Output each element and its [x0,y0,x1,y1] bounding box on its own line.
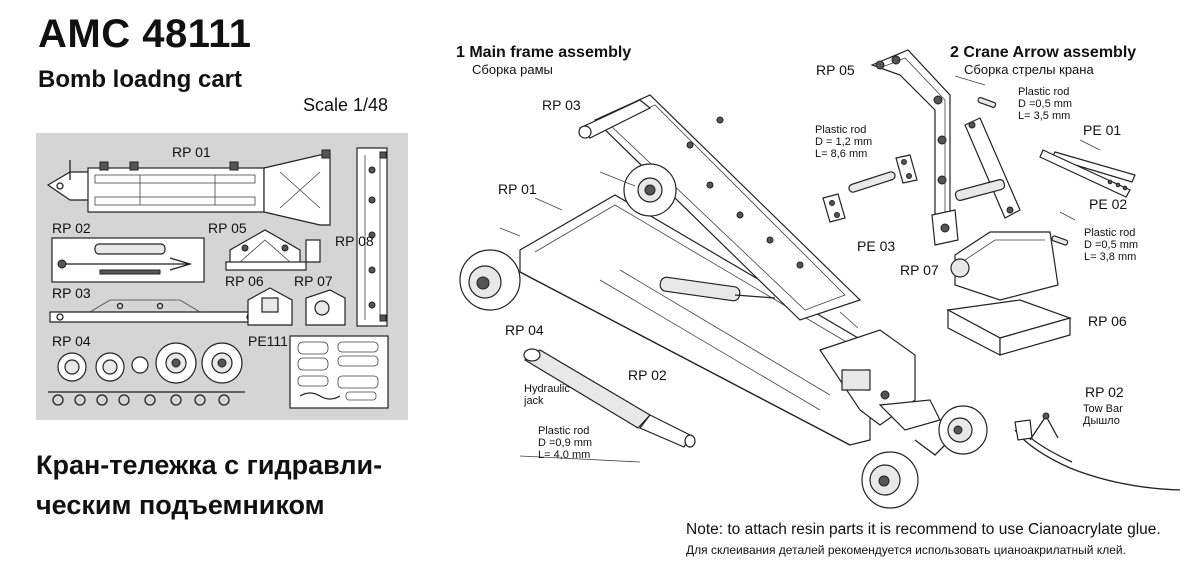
sprue-parts [46,147,389,409]
annotation-rod-0-9: Plastic rod D =0,9 mm L= 4,0 mm [538,425,592,461]
callout-pe02: PE 02 [1089,196,1128,212]
callout-rp03: RP 03 [542,97,581,113]
sprue-label-pe111: PE111 [248,333,288,349]
annotation-text: D = 1,2 mm [815,136,873,148]
sprue-rp03 [49,299,261,323]
sprue-rp08-bar [356,147,388,327]
annotation-text: Hydraulic [524,383,570,395]
sprue-rp07 [305,289,346,326]
sprue-rp02 [51,237,205,283]
sprue-label-rp03: RP 03 [52,285,91,301]
scale-label: Scale 1/48 [303,95,389,115]
sprue-label-rp07: RP 07 [294,273,333,289]
product-code: AMC 48111 [38,12,252,56]
sprue-label-rp04: RP 04 [52,333,91,349]
main-frame-subtitle: Сборка рамы [472,62,553,77]
glue-note-ru: Для склеивания деталей рекомендуется исп… [686,543,1126,557]
callout-rp07: RP 07 [900,262,939,278]
sprue-label-rp02: RP 02 [52,220,91,236]
sprue-label-rp01: RP 01 [172,144,211,160]
annotation-text: jack [524,395,544,407]
annotation-rod-0-5-3-5: Plastic rod D =0,5 mm L= 3,5 mm [1018,86,1072,122]
callout-pe03: PE 03 [857,238,896,254]
annotation-text: Plastic rod [1018,86,1070,98]
annotation-text: Дышло [1083,415,1120,427]
crane-arrow-drawing [822,49,1136,356]
callout-rp06: RP 06 [1088,313,1127,329]
annotation-rod-0-5-3-8: Plastic rod D =0,5 mm L= 3,8 mm [1084,227,1138,263]
crane-arrow-subtitle: Сборка стрелы крана [964,62,1094,77]
sprue-pe111 [289,335,389,409]
russian-title-line1: Кран-тележка с гидравли- [36,450,383,480]
annotation-text: Tow Bar [1083,403,1123,415]
annotation-text: D =0,5 mm [1084,239,1139,251]
tow-bar-part [1014,412,1181,491]
annotation-text: D =0,9 mm [538,437,593,449]
annotation-text: L= 4,0 mm [538,449,591,461]
annotation-text: D =0,5 mm [1018,98,1073,110]
callout-rp01: RP 01 [498,181,537,197]
sprue-rp01-frame [46,149,331,226]
main-frame-drawing [459,94,988,509]
annotation-text: L= 3,8 mm [1084,251,1137,263]
sprue-rp05 [225,229,321,271]
annotation-tow-bar: Tow Bar Дышло [1083,403,1123,427]
russian-title-line2: ческим подъемником [36,490,325,520]
annotation-hydraulic-jack: Hydraulic jack [524,383,570,407]
sprue-rp04-wheels [48,342,245,406]
product-name: Bomb loadng cart [38,66,243,93]
hydraulic-jack-part [523,348,696,448]
glue-note-en: Note: to attach resin parts it is recomm… [686,521,1161,538]
main-frame-title: 1 Main frame assembly [456,44,632,61]
callout-rp04: RP 04 [505,322,544,338]
sprue-label-rp06: RP 06 [225,273,264,289]
sprue-label-rp05: RP 05 [208,220,247,236]
annotation-text: L= 3,5 mm [1018,110,1071,122]
callout-rp02: RP 02 [628,367,667,383]
annotation-text: L= 8,6 mm [815,148,868,160]
annotation-text: Plastic rod [815,124,867,136]
russian-title: Кран-тележка с гидравли- ческим подъемни… [36,445,436,525]
sprue-rp06 [247,287,293,326]
callout-pe01: PE 01 [1083,122,1122,138]
annotation-rod-1-2: Plastic rod D = 1,2 mm L= 8,6 mm [815,124,872,160]
annotation-text: Plastic rod [1084,227,1136,239]
sprue-label-rp08: RP 08 [335,233,374,249]
callout-rp02-towbar: RP 02 [1085,384,1124,400]
callout-rp05: RP 05 [816,62,855,78]
crane-arrow-title: 2 Crane Arrow assembly [950,44,1137,61]
annotation-text: Plastic rod [538,425,590,437]
